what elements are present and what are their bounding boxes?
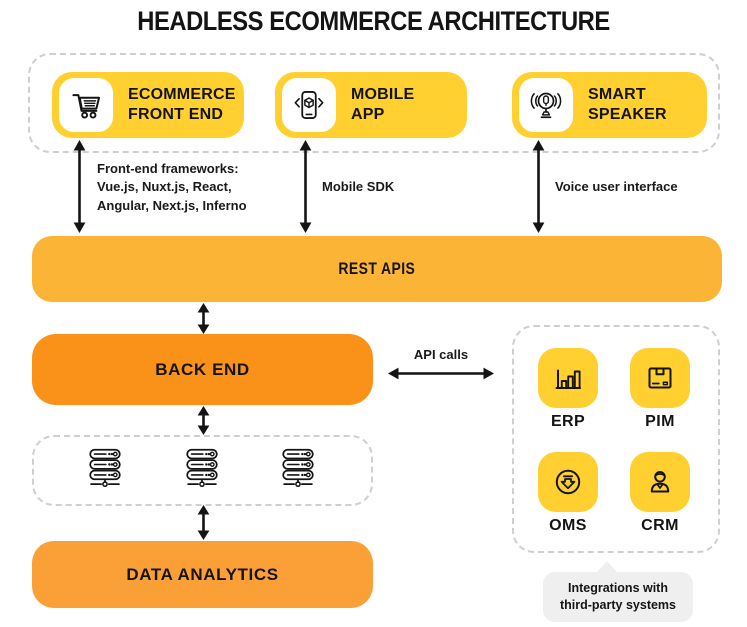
integration-tile-crm — [630, 452, 690, 512]
api-calls-label: API calls — [413, 347, 469, 362]
smart-speaker-icon — [519, 78, 573, 132]
rest-apis-label: REST APIS — [338, 259, 416, 278]
integration-label-oms: OMS — [549, 517, 587, 534]
back-end-box: BACK END — [32, 334, 373, 405]
integrations-note-bubble: Integrations with third-party systems — [543, 572, 693, 622]
arrow-servers-to-analytics — [197, 505, 209, 540]
mobile-ar-icon — [282, 78, 336, 132]
server-icon — [278, 447, 318, 489]
integration-label-erp: ERP — [550, 413, 586, 430]
integration-tile-oms — [538, 452, 598, 512]
bar-chart-icon — [551, 361, 585, 395]
voice-ui-note: Voice user interface — [555, 179, 678, 194]
integration-tile-erp — [538, 348, 598, 408]
card-smart-speaker: SMART SPEAKER — [512, 72, 707, 138]
bubble-pointer — [596, 561, 618, 573]
download-circle-icon — [551, 465, 585, 499]
channel-label: SMART SPEAKER — [588, 86, 667, 123]
integration-label-crm: CRM — [641, 517, 679, 534]
page-title: HEADLESS ECOMMERCE ARCHITECTURE — [137, 6, 610, 36]
server-icon — [182, 447, 222, 489]
card-ecommerce-front-end: ECOMMERCE FRONT END — [52, 72, 244, 138]
channel-label: MOBILE APP — [351, 86, 415, 123]
arrow-mobile-to-rest — [299, 140, 311, 233]
shopping-cart-icon — [59, 78, 113, 132]
arrow-rest-to-backend — [197, 303, 209, 334]
card-mobile-app: MOBILE APP — [275, 72, 467, 138]
rest-apis-bar: REST APIS — [32, 236, 722, 302]
integration-tile-pim — [630, 348, 690, 408]
arrow-frontend-to-rest — [73, 140, 85, 233]
mobile-sdk-note: Mobile SDK — [322, 179, 395, 194]
person-icon — [643, 465, 677, 499]
integration-label-pim: PIM — [645, 413, 675, 430]
data-analytics-label: DATA ANALYTICS — [126, 564, 279, 584]
back-end-label: BACK END — [155, 359, 250, 379]
package-icon — [643, 361, 677, 395]
arrow-api-calls — [388, 367, 494, 380]
arrow-backend-to-servers — [197, 406, 209, 435]
data-analytics-box: DATA ANALYTICS — [32, 541, 373, 608]
arrow-speaker-to-rest — [532, 140, 544, 233]
frontend-frameworks-note: Front-end frameworks: Vue.js, Nuxt.js, R… — [97, 161, 247, 213]
server-icon — [85, 447, 125, 489]
channel-label: ECOMMERCE FRONT END — [128, 86, 236, 123]
